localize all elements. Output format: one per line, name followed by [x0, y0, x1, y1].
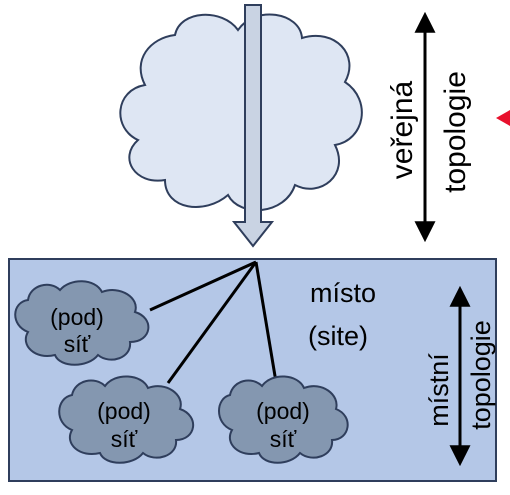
site-label: (site) — [308, 321, 368, 351]
local-topology-label: místní — [424, 353, 454, 427]
internet-cloud-icon — [119, 13, 363, 212]
subnet-label: (pod) — [97, 398, 151, 424]
subnet-cloud-icon — [14, 280, 150, 366]
public-topology-label: veřejná — [386, 80, 419, 179]
connection-line — [149, 260, 257, 312]
connection-line — [166, 261, 258, 384]
public-topology-label: topologie — [439, 71, 472, 193]
subnet-label: síť — [64, 331, 91, 357]
local-topology-label: topologie — [466, 320, 496, 430]
subnet-label: síť — [111, 426, 138, 452]
subnet-cloud-icon — [218, 375, 349, 464]
pointer-icon — [496, 110, 510, 126]
site-label: místo — [310, 278, 376, 308]
subnet-label: (pod) — [256, 398, 310, 424]
subnet-label: síť — [270, 426, 297, 452]
subnet-cloud-icon — [58, 375, 195, 464]
arrow-down-icon — [231, 4, 275, 248]
subnet-label: (pod) — [50, 304, 104, 330]
